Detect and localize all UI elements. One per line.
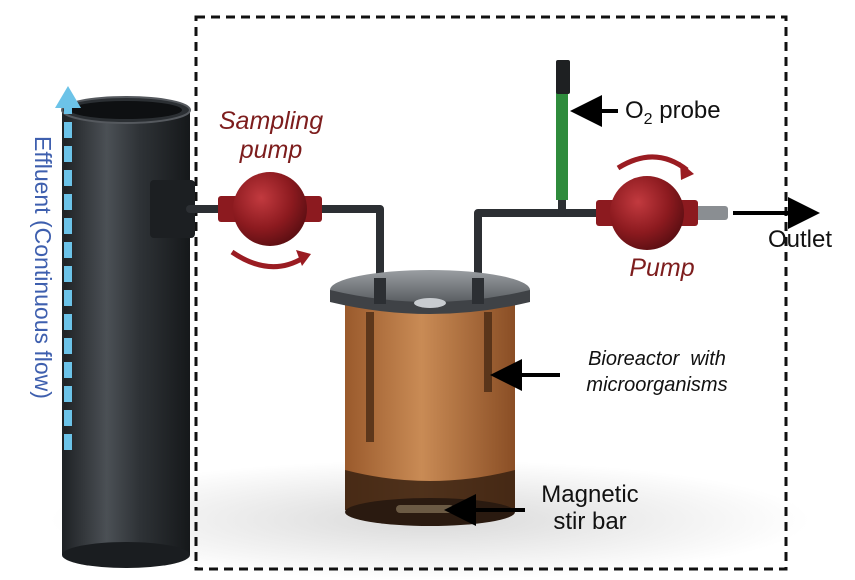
sampling-pump-label-line2: pump: [239, 136, 303, 164]
outlet-label: Outlet: [768, 226, 833, 253]
outlet-nozzle: [690, 206, 728, 220]
bioreactor-vessel: [345, 300, 515, 526]
stir-bar-label: Magnetic stir bar: [525, 481, 655, 535]
outlet-pump-rotation-arrow: [616, 154, 689, 173]
bioreactor-label: Bioreactor with microorganisms: [562, 346, 752, 398]
effluent-label: Effluent (Continuous flow): [30, 136, 56, 399]
o2-probe-label-suffix: probe: [652, 97, 721, 124]
pump-label: Pump: [629, 254, 695, 282]
o2-probe-label-prefix: O: [625, 97, 644, 124]
flow-direction-arrow: [55, 86, 81, 450]
sampling-pump-rotation-arrow: [230, 249, 305, 270]
o2-probe-label-subscript: 2: [643, 110, 653, 128]
sampling-pump-rotation-arrowhead: [296, 250, 311, 266]
stir-bar-label-line2: stir bar: [553, 508, 627, 535]
sampling-pump-label-line1: Sampling: [218, 107, 324, 135]
bioreactor-label-line1: Bioreactor with: [588, 348, 726, 370]
bioreactor-label-line2: microorganisms: [586, 374, 728, 396]
outlet-pump: [596, 176, 698, 250]
effluent-column: [61, 96, 195, 568]
stir-bar-label-line1: Magnetic: [541, 481, 639, 508]
sampling-pump-label: Sampling pump: [206, 107, 336, 165]
sampling-pump: [218, 172, 322, 246]
magnetic-stir-bar: [396, 505, 454, 513]
o2-probe: [556, 60, 570, 200]
bioreactor-lid: [330, 270, 530, 314]
outlet-pump-rotation-arrowhead: [680, 162, 694, 180]
o2-probe-label: O2 probe: [625, 97, 721, 133]
